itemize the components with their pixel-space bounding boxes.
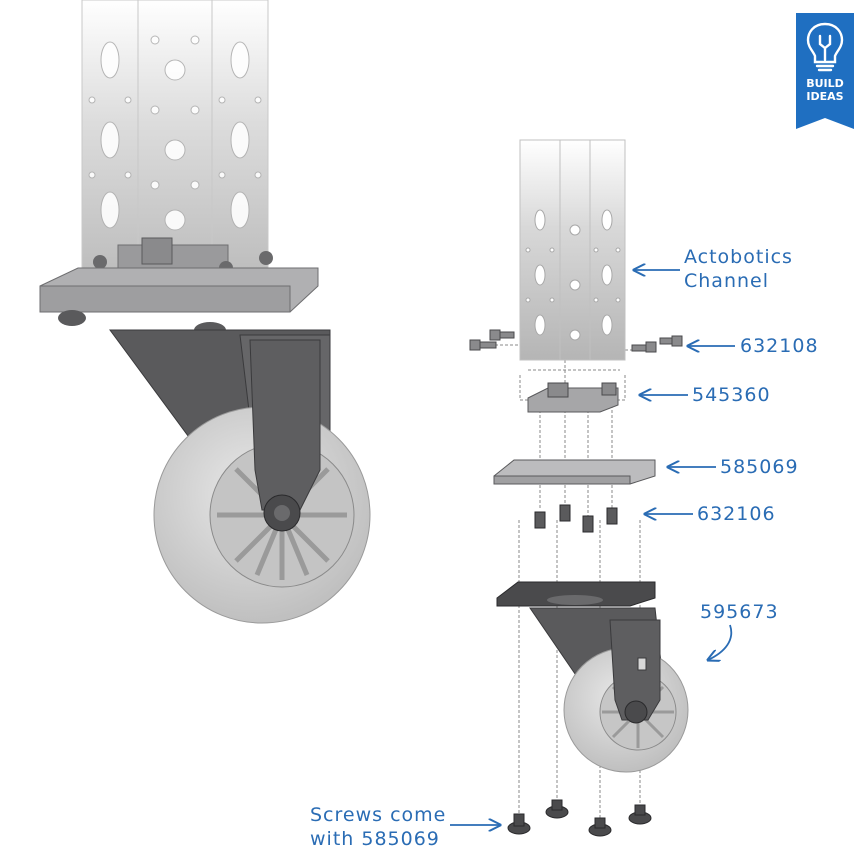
assembled-caster: [39, 0, 371, 624]
callout-632106: 632106: [697, 503, 776, 525]
exploded-view: [469, 139, 689, 837]
badge-line-2: IDEAS: [806, 90, 844, 103]
callout-595673: 595673: [700, 601, 779, 623]
plate-585069: [493, 459, 656, 485]
callout-632108: 632108: [740, 335, 819, 357]
build-ideas-badge: [796, 13, 854, 129]
callout-585069: 585069: [720, 456, 799, 478]
badge-line-1: BUILD: [806, 77, 844, 90]
build-ideas-badge-label: BUILD IDEAS: [796, 77, 854, 103]
callout-channel: Actobotics Channel: [684, 245, 793, 293]
callout-channel-line-2: Channel: [684, 270, 770, 292]
assembled-channel: [81, 0, 269, 276]
callout-545360: 545360: [692, 384, 771, 406]
screws-632108: [469, 329, 683, 353]
arrow-595673: [708, 624, 733, 660]
caster-595673: [496, 581, 689, 773]
callout-screws: Screws come with 585069: [310, 803, 446, 851]
callout-channel-line-1: Actobotics: [684, 246, 793, 268]
bottom-screws: [507, 799, 652, 837]
callout-arrows: [450, 270, 735, 825]
screws-632106: [534, 504, 618, 533]
callout-screws-line-2: with 585069: [310, 828, 440, 850]
lightbulb-wrench-icon: [806, 22, 844, 72]
exploded-channel: [519, 139, 626, 361]
hub-545360: [527, 382, 619, 413]
callout-screws-line-1: Screws come: [310, 804, 447, 826]
